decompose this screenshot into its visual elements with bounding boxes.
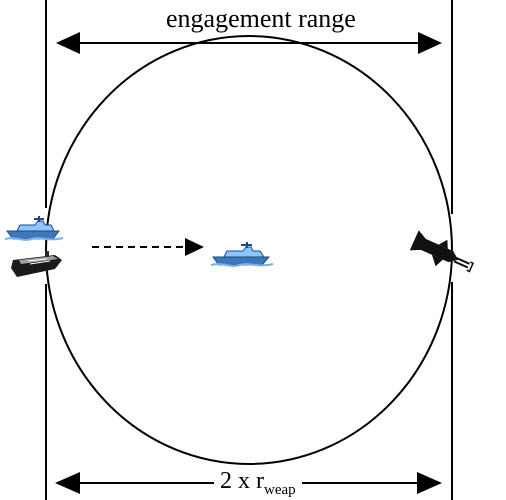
- radius-label: 2 x rweap: [214, 467, 302, 498]
- engagement-range-label: engagement range: [162, 4, 360, 34]
- carrier-icon: [11, 251, 62, 277]
- ship-icon: [210, 242, 274, 267]
- radius-arrow-left: [55, 472, 80, 494]
- radius-label-prefix: 2 x r: [220, 468, 264, 494]
- missile-icon: [409, 230, 475, 273]
- movement-arrow-head: [185, 238, 204, 256]
- engagement-range-arrow-right: [418, 32, 442, 54]
- engagement-range-arrow-left: [56, 32, 80, 54]
- engagement-circle: [45, 35, 453, 465]
- ship-icon: [4, 216, 64, 241]
- radius-label-subscript: weap: [264, 482, 296, 498]
- radius-arrow-right: [417, 472, 442, 494]
